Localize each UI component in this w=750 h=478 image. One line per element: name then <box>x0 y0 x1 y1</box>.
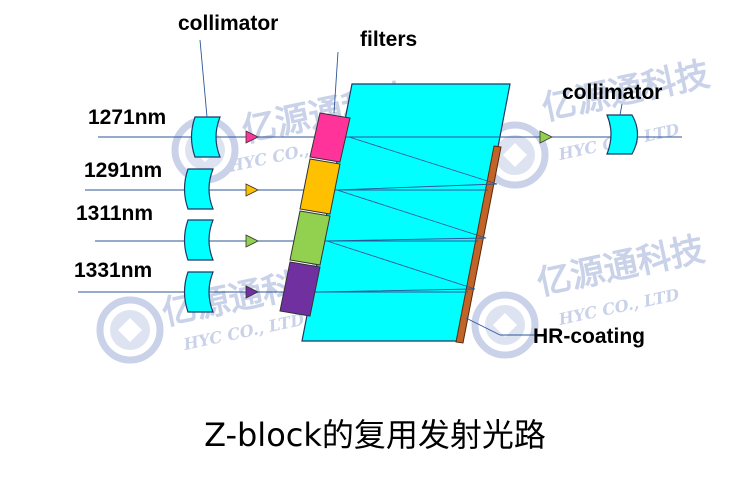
filter-1271 <box>309 112 351 163</box>
filter-stack <box>279 112 351 317</box>
watermark-right-top: 亿源通科技 HYC CO., LTD <box>481 54 713 189</box>
collimator-1311 <box>183 219 214 261</box>
arrow-output-icon <box>539 130 553 144</box>
watermark-name-cn: 亿源通科技 <box>534 229 709 303</box>
collimator-1331 <box>183 271 214 313</box>
collimator-1271 <box>190 116 221 158</box>
filter-1291 <box>299 158 341 215</box>
hr-coating-label: HR-coating <box>533 325 645 348</box>
arrow-1291-icon <box>245 183 259 197</box>
collimator-left-leader <box>199 39 208 118</box>
collimator-left-label: collimator <box>178 12 278 35</box>
filter-1311 <box>289 210 331 266</box>
wavelength-label-1331: 1331nm <box>74 259 152 282</box>
collimator-1291 <box>183 168 214 210</box>
beam-arrows <box>245 130 553 299</box>
arrow-1331-icon <box>245 285 259 299</box>
watermark-logo-icon <box>96 296 164 364</box>
wavelength-label-1271: 1271nm <box>88 106 166 129</box>
beam-zigzag <box>316 136 498 293</box>
filter-1331 <box>279 261 321 317</box>
collimator-right-leader <box>619 103 623 116</box>
hr-coating-strip <box>455 145 502 344</box>
leader-lines <box>199 39 623 118</box>
wavelength-label-1291: 1291nm <box>84 159 162 182</box>
hr-coating-leader-diagonal <box>465 317 501 336</box>
arrow-1271-icon <box>245 130 259 144</box>
filters-leader <box>333 51 339 114</box>
filters-label: filters <box>360 28 417 51</box>
arrow-1311-icon <box>245 234 259 248</box>
figure-caption: Z-block的复用发射光路 <box>204 416 546 454</box>
left-collimators <box>183 116 221 313</box>
watermark-logo-icon <box>471 291 539 359</box>
wavelength-label-1311: 1311nm <box>76 202 153 225</box>
collimator-output <box>606 114 639 155</box>
collimator-right-label: collimator <box>562 81 662 104</box>
